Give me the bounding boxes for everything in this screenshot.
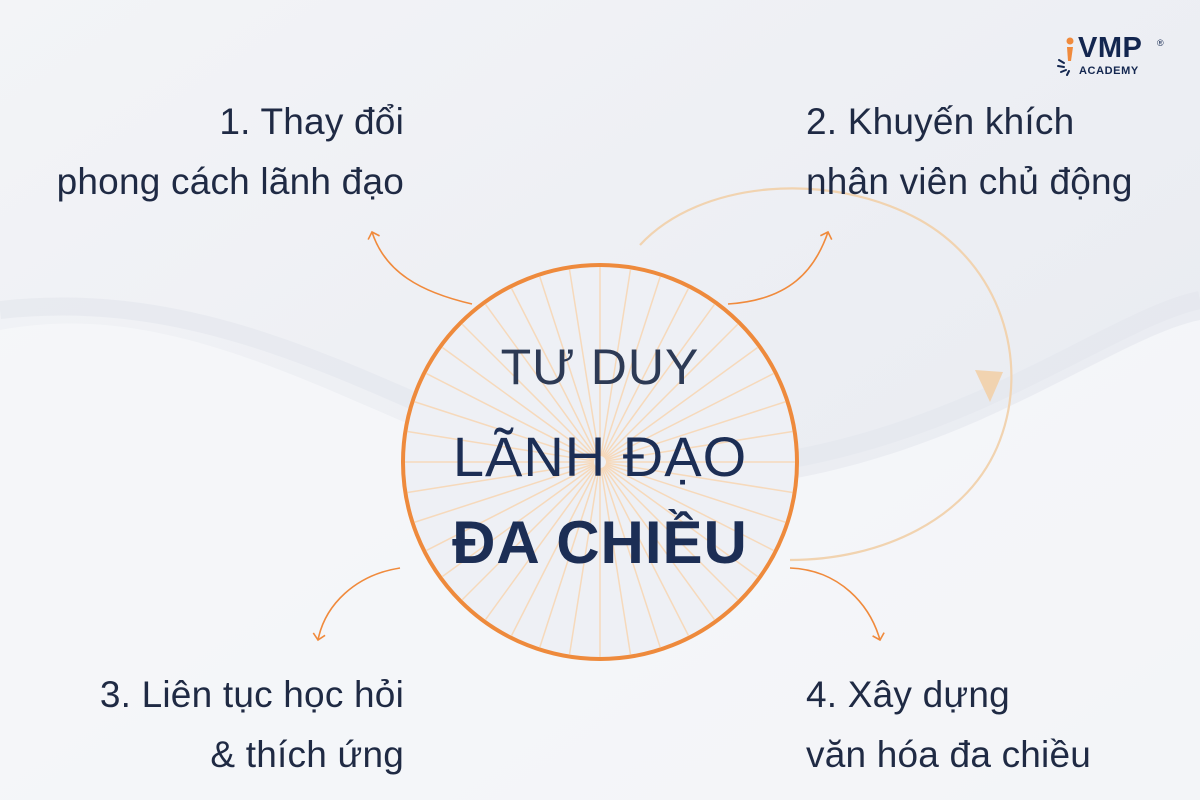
node-1-line-1: 1. Thay đổi [219,101,404,142]
arrow-to-node-4 [789,567,885,642]
sunburst-spoke [602,467,690,637]
sunburst-spoke [604,464,759,578]
sunburst-spoke [414,401,595,461]
sunburst-spoke [484,303,598,458]
sunburst-spoke [601,467,661,648]
sunburst-spoke [605,372,775,460]
center-title-line-1: TƯ DUY [500,339,700,395]
logo-name: VMP [1078,32,1143,64]
sunburst-spoke [602,466,716,621]
node-4-line-2: văn hóa đa chiều [806,734,1092,775]
sunburst-spoke [407,430,595,462]
sunburst-spoke [604,346,759,460]
center-circle [401,263,799,661]
sunburst-spoke [510,287,598,457]
sunburst-spoke [600,467,632,655]
sunburst-spoke [484,466,598,621]
sunburst-spoke [605,463,786,523]
sunburst-spoke [539,467,599,648]
sunburst-spoke [568,467,600,655]
sunburst-spoke [601,276,661,457]
center-title-line-3: ĐA CHIỀU [452,509,748,576]
sunburst-spoke [603,465,739,601]
sunburst-spoke [539,276,599,457]
sunburst-spokes [405,267,795,657]
sunburst-spoke [603,323,739,459]
sunburst-spoke [461,465,597,601]
sunburst-spoke [425,464,595,552]
sunburst-spoke [605,401,786,461]
logo-mark-icon [1057,37,1074,76]
sunburst-spoke [605,464,775,552]
sunburst-spoke [441,464,596,578]
node-4-label: 4. Xây dựng văn hóa đa chiều [806,665,1091,785]
sunburst-spoke [602,303,716,458]
logo-registered-mark: ® [1157,38,1164,48]
sunburst-spoke [425,372,595,460]
sunburst-spoke [510,467,598,637]
background-cycle-arrow [639,187,1013,562]
vmp-academy-logo: VMP ® ACADEMY [1056,32,1174,80]
sunburst-spoke [602,287,690,457]
node-2-line-1: 2. Khuyến khích [806,101,1075,142]
node-2-label: 2. Khuyến khích nhân viên chủ động [806,92,1133,212]
node-1-label: 1. Thay đổi phong cách lãnh đạo [57,92,404,212]
sunburst-spoke [568,269,600,457]
node-3-label: 3. Liên tục học hỏi & thích ứng [100,665,404,785]
node-1-line-2: phong cách lãnh đạo [56,161,404,202]
node-3-line-2: & thích ứng [210,734,404,775]
node-2-line-2: nhân viên chủ động [806,161,1133,202]
sunburst-spoke [407,462,595,494]
sunburst-spoke [600,269,632,457]
arrow-to-node-3 [312,567,401,642]
sunburst-spoke [414,463,595,523]
sunburst-spoke [461,323,597,459]
arrow-to-node-2 [727,230,833,305]
node-4-line-1: 4. Xây dựng [806,674,1010,715]
sunburst-spoke [441,346,596,460]
center-title-line-2: LÃNH ĐẠO [452,425,748,488]
arrow-to-node-1 [367,230,473,305]
node-3-line-1: 3. Liên tục học hỏi [99,674,404,715]
sunburst-spoke [605,430,793,462]
logo-subtitle: ACADEMY [1079,65,1139,77]
sunburst-spoke [605,462,793,494]
